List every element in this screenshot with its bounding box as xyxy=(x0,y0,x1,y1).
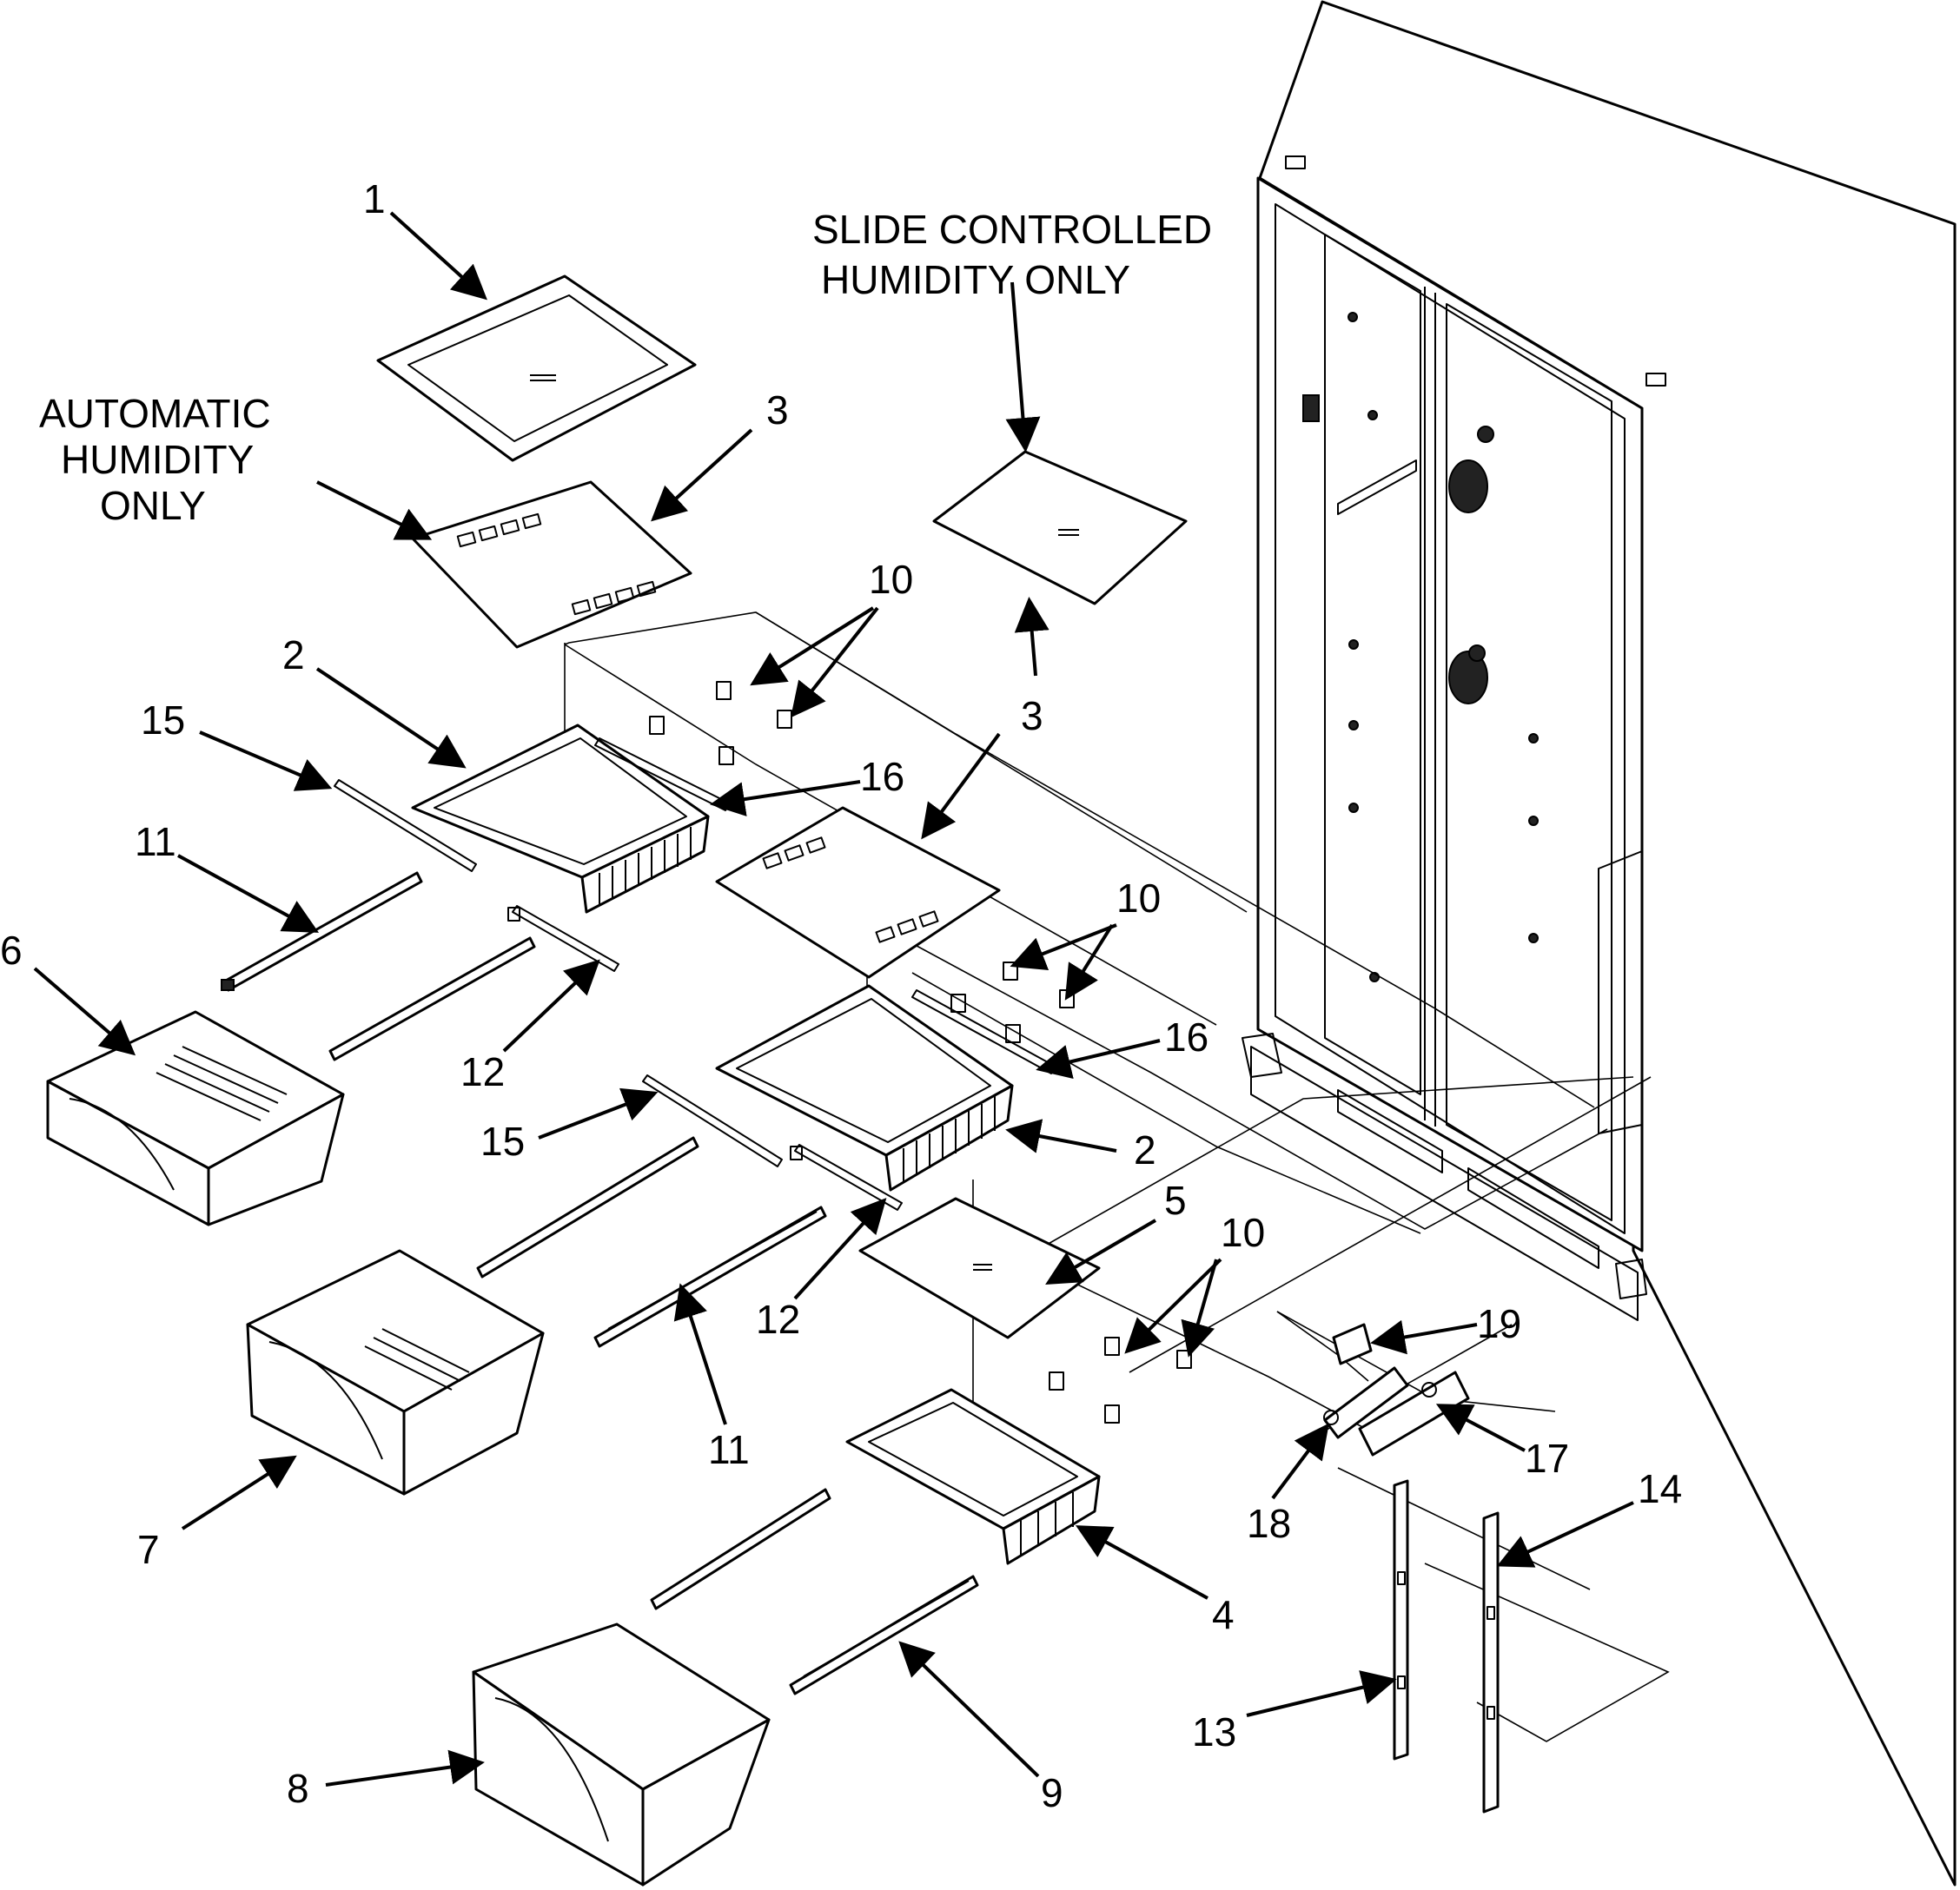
callout-11-upper: 11 xyxy=(135,819,176,864)
note-automatic-line2: HUMIDITY xyxy=(61,437,254,482)
callout-8: 8 xyxy=(287,1766,309,1811)
part-3-crisper-cover-slide xyxy=(932,450,1188,605)
callout-15-lower: 15 xyxy=(480,1119,525,1164)
part-15-rods xyxy=(334,779,783,1167)
part-7-drawer xyxy=(246,1249,545,1496)
callout-3-middle: 3 xyxy=(1021,693,1043,738)
callout-18: 18 xyxy=(1247,1501,1291,1546)
part-6-drawer xyxy=(46,1010,345,1226)
note-slide-line1: SLIDE CONTROLLED xyxy=(812,207,1212,252)
refrigerator-cabinet xyxy=(1242,0,1957,1887)
callout-10-upper: 10 xyxy=(869,557,913,602)
callout-9: 9 xyxy=(1041,1770,1063,1815)
callout-3-upper: 3 xyxy=(766,387,789,433)
part-14-trim xyxy=(1482,1511,1500,1814)
callout-15-upper: 15 xyxy=(141,697,185,743)
part-1-shelf-frame xyxy=(376,274,697,462)
callout-11-lower: 11 xyxy=(708,1427,750,1472)
callout-7: 7 xyxy=(137,1527,160,1572)
callout-10-lower: 10 xyxy=(1221,1210,1265,1255)
callout-13: 13 xyxy=(1192,1709,1236,1755)
callout-16-lower: 16 xyxy=(1164,1014,1208,1060)
callout-19: 19 xyxy=(1477,1301,1521,1346)
callout-12-lower: 12 xyxy=(756,1297,800,1342)
part-4-pan-frame xyxy=(845,1388,1101,1565)
note-slide-line2: HUMIDITY ONLY xyxy=(821,257,1130,302)
part-2-crisper-frame-lower xyxy=(715,984,1056,1192)
part-3-crisper-cover-middle xyxy=(715,806,1001,979)
part-3-crisper-cover-upper xyxy=(411,480,692,649)
part-9-slides xyxy=(650,1488,979,1695)
callout-2-upper: 2 xyxy=(282,632,305,677)
part-11-slides xyxy=(221,871,827,1348)
callout-10-middle: 10 xyxy=(1116,876,1161,921)
part-5-pan-cover xyxy=(858,1197,1101,1339)
note-automatic-line1: AUTOMATIC xyxy=(39,391,271,436)
callout-6: 6 xyxy=(0,928,23,973)
callout-14: 14 xyxy=(1638,1466,1682,1511)
callout-16-upper: 16 xyxy=(860,754,904,799)
callout-5: 5 xyxy=(1164,1178,1187,1223)
callout-17: 17 xyxy=(1525,1436,1569,1481)
part-17-18-19-hinge xyxy=(1323,1323,1470,1457)
callout-1: 1 xyxy=(363,176,386,221)
note-automatic-line3: ONLY xyxy=(100,483,206,528)
part-8-drawer xyxy=(472,1622,771,1887)
part-13-trim xyxy=(1393,1479,1409,1761)
part-12-brackets xyxy=(507,905,903,1211)
callout-4: 4 xyxy=(1212,1592,1235,1637)
callout-2-lower: 2 xyxy=(1134,1127,1156,1173)
part-2-crisper-frame-upper xyxy=(411,724,731,914)
callout-12-upper: 12 xyxy=(460,1049,505,1094)
callout-arrows xyxy=(33,211,1634,1787)
